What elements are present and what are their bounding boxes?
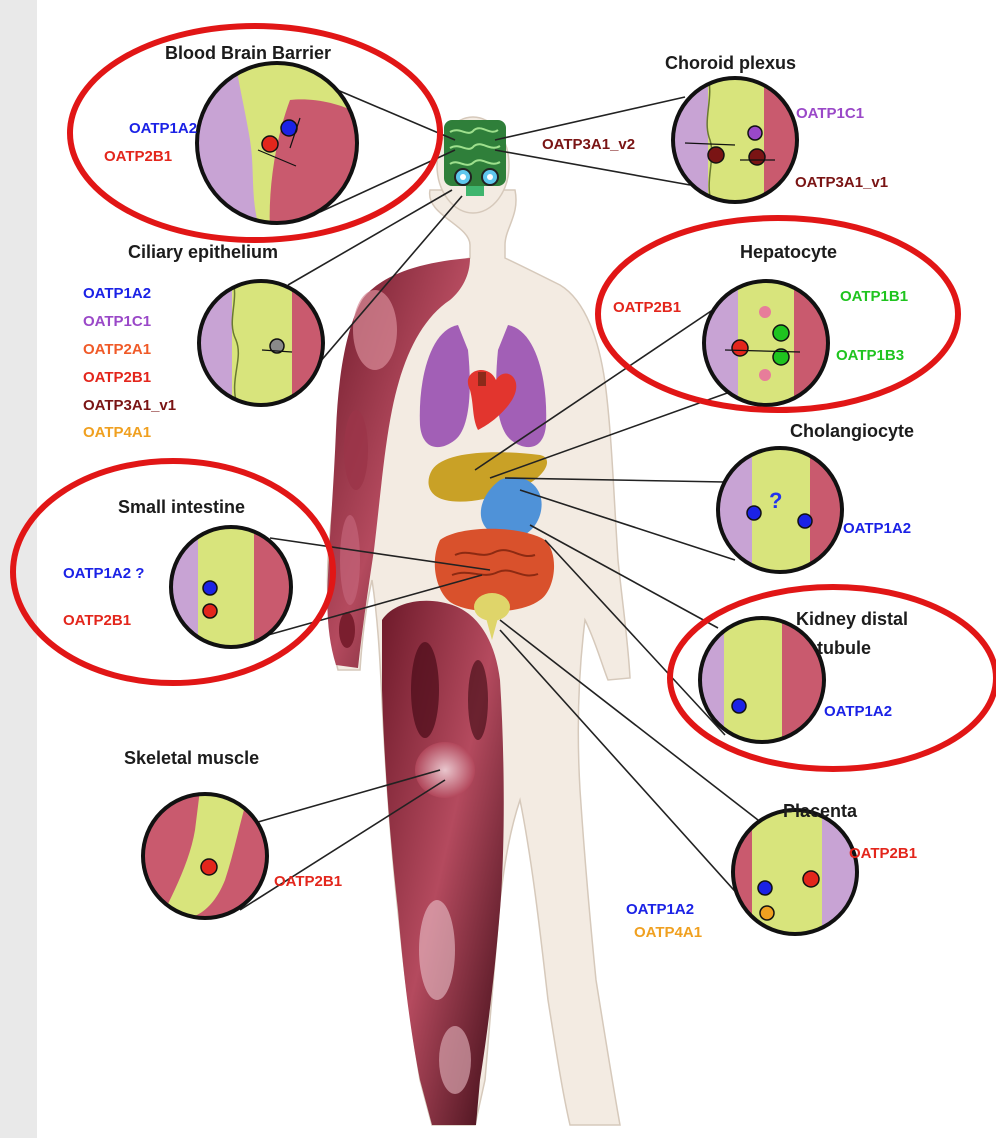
hepatocyte-label-oatp2b1: OATP2B1 bbox=[613, 300, 681, 315]
choroid-label-oatp3a1-v1: OATP3A1_v1 bbox=[795, 175, 888, 190]
title-kidney-line1: Kidney distal bbox=[796, 610, 908, 628]
cell-placenta bbox=[730, 808, 862, 938]
ciliary-label-oatp2b1: OATP2B1 bbox=[83, 370, 151, 385]
bbb-label-oatp2b1: OATP2B1 bbox=[104, 149, 172, 164]
cell-bbb bbox=[190, 60, 370, 230]
title-cholangiocyte: Cholangiocyte bbox=[790, 422, 914, 440]
hepatocyte-label-oatp1b1: OATP1B1 bbox=[840, 289, 908, 304]
placenta-label-oatp2b1: OATP2B1 bbox=[849, 846, 917, 861]
cell-skeletal-muscle bbox=[140, 790, 270, 920]
placenta-label-oatp1a2: OATP1A2 bbox=[626, 902, 694, 917]
hepatocyte-label-oatp1b3: OATP1B3 bbox=[836, 348, 904, 363]
cell-choroid-plexus bbox=[670, 75, 804, 205]
placenta-label-oatp4a1: OATP4A1 bbox=[634, 925, 702, 940]
title-bbb: Blood Brain Barrier bbox=[165, 44, 331, 62]
ciliary-label-oatp1c1: OATP1C1 bbox=[83, 314, 151, 329]
cell-cholangiocyte: ? bbox=[715, 445, 850, 575]
cell-kidney-distal-tubule bbox=[698, 615, 832, 745]
cell-ciliary-epithelium bbox=[195, 278, 332, 408]
title-kidney-line2: tubule bbox=[817, 639, 871, 657]
ciliary-label-oatp2a1: OATP2A1 bbox=[83, 342, 151, 357]
skeletal-muscle-label-oatp2b1: OATP2B1 bbox=[274, 874, 342, 889]
ciliary-label-oatp1a2: OATP1A2 bbox=[83, 286, 151, 301]
title-choroid-plexus: Choroid plexus bbox=[665, 54, 796, 72]
ciliary-label-oatp4a1: OATP4A1 bbox=[83, 425, 151, 440]
title-ciliary-epithelium: Ciliary epithelium bbox=[128, 243, 278, 261]
title-skeletal-muscle: Skeletal muscle bbox=[124, 749, 259, 767]
small-intestine-label-oatp1a2: OATP1A2 ? bbox=[63, 566, 144, 581]
brain bbox=[444, 120, 506, 196]
ciliary-label-oatp3a1-v1: OATP3A1_v1 bbox=[83, 398, 176, 413]
title-hepatocyte: Hepatocyte bbox=[740, 243, 837, 261]
kidney-label-oatp1a2: OATP1A2 bbox=[824, 704, 892, 719]
bbb-label-oatp1a2: OATP1A2 bbox=[129, 121, 197, 136]
cell-hepatocyte bbox=[700, 278, 834, 408]
title-small-intestine: Small intestine bbox=[118, 498, 245, 516]
cholangiocyte-unknown-mark: ? bbox=[769, 488, 782, 513]
choroid-label-oatp1c1: OATP1C1 bbox=[796, 106, 864, 121]
choroid-label-oatp3a1-v2: OATP3A1_v2 bbox=[542, 137, 635, 152]
cholangiocyte-label-oatp1a2: OATP1A2 bbox=[843, 521, 911, 536]
small-intestine-label-oatp2b1: OATP2B1 bbox=[63, 613, 131, 628]
title-placenta: Placenta bbox=[783, 802, 857, 820]
